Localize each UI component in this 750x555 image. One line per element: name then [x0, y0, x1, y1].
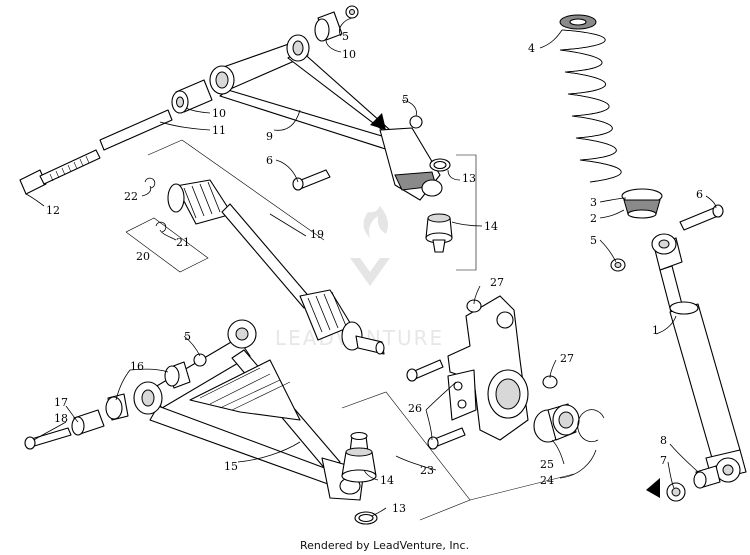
callouts: 5 10 10 11 12 9 5 6 13 14 4 3 2 6 5 22 2…: [46, 30, 703, 515]
callout-24-snap-ring: 24: [540, 474, 554, 487]
arrow-marker-upper: [370, 113, 386, 130]
callout-10-bushing-left: 10: [212, 107, 226, 120]
callout-10-bushing-top: 10: [342, 48, 356, 61]
callout-20-boot-kit: 20: [136, 250, 150, 263]
callout-1-shock: 1: [652, 324, 659, 337]
upper-a-arm: [209, 34, 443, 201]
upper-arm-bushing-top: [314, 5, 359, 42]
callout-7-shock-sleeve: 7: [660, 454, 667, 467]
callout-11-sleeve: 11: [212, 124, 226, 137]
callout-6-shock-bolt: 6: [696, 188, 703, 201]
circlips: [144, 177, 167, 233]
shock-lower-bushing: [646, 465, 721, 502]
arrow-marker-lower: [646, 478, 660, 498]
callout-8-shock-bushing: 8: [660, 434, 667, 447]
upper-arm-bolt: [292, 115, 423, 191]
callout-13-upper-ring: 13: [462, 172, 476, 185]
callout-26-knuckle-bolts: 26: [408, 402, 422, 415]
callout-14-upper-ball-joint: 14: [484, 220, 498, 233]
spring-retainer: [621, 188, 663, 219]
callout-14-lower-ball-joint: 14: [380, 474, 394, 487]
callout-27-nut-right: 27: [560, 352, 574, 365]
footer-credit: Rendered by LeadVenture, Inc.: [300, 539, 469, 552]
steering-knuckle: [447, 295, 529, 441]
group-brackets: [125, 139, 575, 521]
cv-axle: [167, 179, 385, 355]
callout-4-spring: 4: [528, 42, 535, 55]
wheel-bearing: [533, 403, 605, 443]
callout-5-shock-nut: 5: [590, 234, 597, 247]
leader-lines: [25, 17, 717, 517]
callout-2-retainer: 2: [590, 212, 597, 225]
callout-27-nut-top: 27: [490, 276, 504, 289]
callout-13-lower-ring: 13: [392, 502, 406, 515]
callout-18-bolt: 18: [54, 412, 68, 425]
lower-arm-bushings: [24, 353, 207, 450]
shock-body: [651, 233, 747, 483]
callout-19-cv-axle: 19: [310, 228, 324, 241]
long-bolt: [19, 149, 101, 195]
callout-22-circlip: 22: [124, 190, 138, 203]
callout-5-bolt-nut: 5: [342, 30, 349, 43]
callout-16-lower-bushing: 16: [130, 360, 144, 373]
lower-ball-joint: [341, 431, 378, 525]
callout-15-lower-a-arm: 15: [224, 460, 238, 473]
upper-ball-joint: [425, 158, 453, 253]
callout-12-long-bolt: 12: [46, 204, 60, 217]
callout-6-upper-bolt: 6: [266, 154, 273, 167]
callout-5-upper-nut: 5: [402, 93, 409, 106]
shock-upper-bolt: [610, 204, 724, 272]
callout-25-bearing: 25: [540, 458, 554, 471]
callout-21-circlip: 21: [176, 236, 190, 249]
upper-arm-bushing-left: [171, 79, 213, 114]
knuckle-bolts: [406, 299, 558, 450]
callout-5-lower-nut: 5: [184, 330, 191, 343]
sleeve: [99, 109, 173, 151]
shock-spring: [559, 14, 622, 183]
callout-23-knuckle: 23: [420, 464, 434, 477]
lower-a-arm: [133, 319, 365, 501]
callout-17-bushing: 17: [54, 396, 68, 409]
callout-3-spring-seat: 3: [590, 196, 597, 209]
callout-9-upper-a-arm: 9: [266, 130, 273, 143]
